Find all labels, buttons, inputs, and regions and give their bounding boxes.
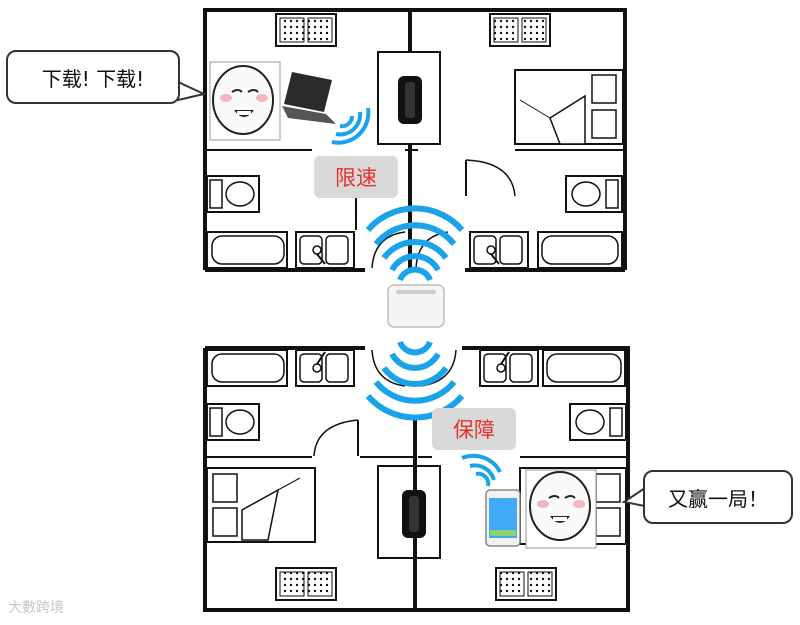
speech-bubble-left-tail <box>177 80 208 102</box>
meme-face-right-icon <box>525 469 597 549</box>
speed-limit-tag: 限速 <box>314 156 398 198</box>
speech-bubble-left: 下载! 下载! <box>6 50 180 104</box>
speech-bubble-left-text: 下载! 下载! <box>41 66 145 91</box>
speech-bubble-right-text: 又赢一局！ <box>668 486 768 511</box>
partition-divider-top <box>398 76 422 124</box>
room-top-right <box>377 8 627 272</box>
wifi-signal-phone-icon <box>461 453 502 487</box>
wifi-waves-down <box>365 340 465 421</box>
watermark-text: 大數跨境 <box>8 600 64 616</box>
room-bottom-left <box>203 346 441 612</box>
wifi-router-icon <box>387 284 445 328</box>
partition-divider-bottom <box>402 490 426 538</box>
smartphone-icon <box>485 489 521 547</box>
guarantee-tag-text: 保障 <box>453 418 495 442</box>
wifi-signal-laptop-icon <box>331 107 371 145</box>
speed-limit-tag-text: 限速 <box>335 166 377 190</box>
watermark: 大數跨境 <box>8 597 64 617</box>
speech-bubble-right: 又赢一局！ <box>643 470 793 524</box>
laptop-icon <box>282 72 336 124</box>
meme-face-left-icon <box>209 61 281 141</box>
room-top-left <box>203 8 412 272</box>
wifi-waves-up <box>365 205 465 282</box>
guarantee-tag: 保障 <box>432 408 516 450</box>
